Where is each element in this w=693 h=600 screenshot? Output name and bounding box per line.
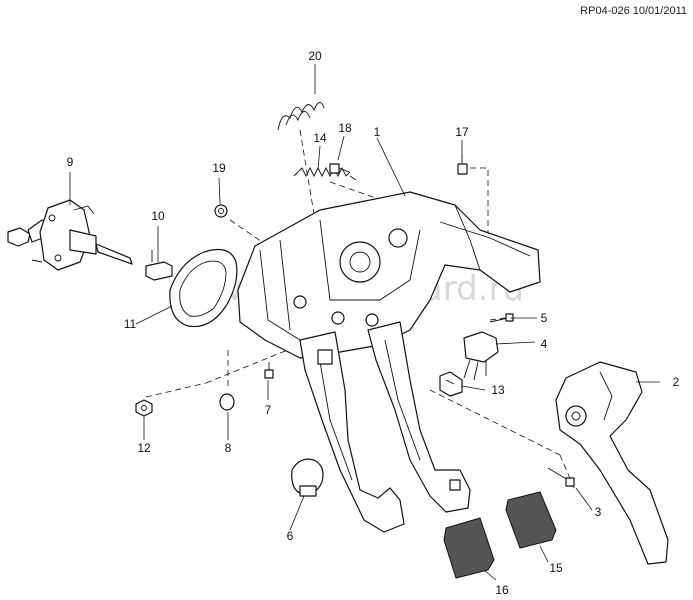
part-20-torsion-spring (277, 102, 325, 131)
leader-lines (69, 64, 660, 581)
callout-11: 11 (124, 317, 137, 331)
part-11-gasket (169, 249, 238, 328)
part-4-stop-light-switch (463, 331, 499, 381)
callout-3: 3 (595, 505, 602, 519)
callout-6: 6 (287, 529, 294, 543)
part-5-screw (489, 313, 514, 323)
callout-5: 5 (541, 311, 548, 325)
part-7-bolt (264, 362, 274, 379)
callout-18: 18 (338, 121, 352, 135)
part-17-screw (457, 155, 468, 175)
part-14-return-spring (293, 166, 357, 181)
callout-14: 14 (313, 131, 327, 145)
part-10-clip (145, 250, 173, 281)
callout-20: 20 (308, 49, 322, 63)
part-6-position-sensor (291, 458, 324, 497)
callout-16: 16 (495, 583, 509, 597)
callout-13: 13 (491, 383, 505, 397)
part-3-bolt (547, 467, 575, 487)
part-18-bolt (329, 163, 350, 174)
brake-pedal-arm (367, 321, 471, 513)
part-2-accelerator-pedal (555, 361, 669, 565)
callout-labels: 1 2 3 4 5 6 7 8 9 10 11 12 13 14 15 16 1… (67, 49, 680, 597)
callout-17: 17 (455, 125, 469, 139)
part-1-pedal-bracket (237, 191, 541, 359)
callout-12: 12 (137, 441, 151, 455)
part-12-nut (135, 399, 153, 417)
callout-15: 15 (549, 561, 563, 575)
callout-10: 10 (151, 209, 165, 223)
callout-19: 19 (212, 161, 226, 175)
part-19-nut (214, 204, 228, 218)
callout-1: 1 (374, 125, 381, 139)
reference-code: RP04-026 10/01/2011 (580, 5, 687, 17)
part-15-pedal-pad (505, 491, 557, 549)
callout-7: 7 (265, 403, 272, 417)
part-13-clip (439, 371, 463, 397)
callout-2: 2 (673, 375, 680, 389)
clutch-pedal-arm (299, 331, 405, 533)
part-9-clutch-master-cylinder (7, 199, 133, 271)
callout-8: 8 (225, 441, 232, 455)
callout-4: 4 (541, 337, 548, 351)
assembly-dash-lines (145, 129, 576, 491)
part-8-plug (219, 393, 235, 411)
callout-9: 9 (67, 155, 74, 169)
part-16-pedal-pad (443, 517, 495, 579)
